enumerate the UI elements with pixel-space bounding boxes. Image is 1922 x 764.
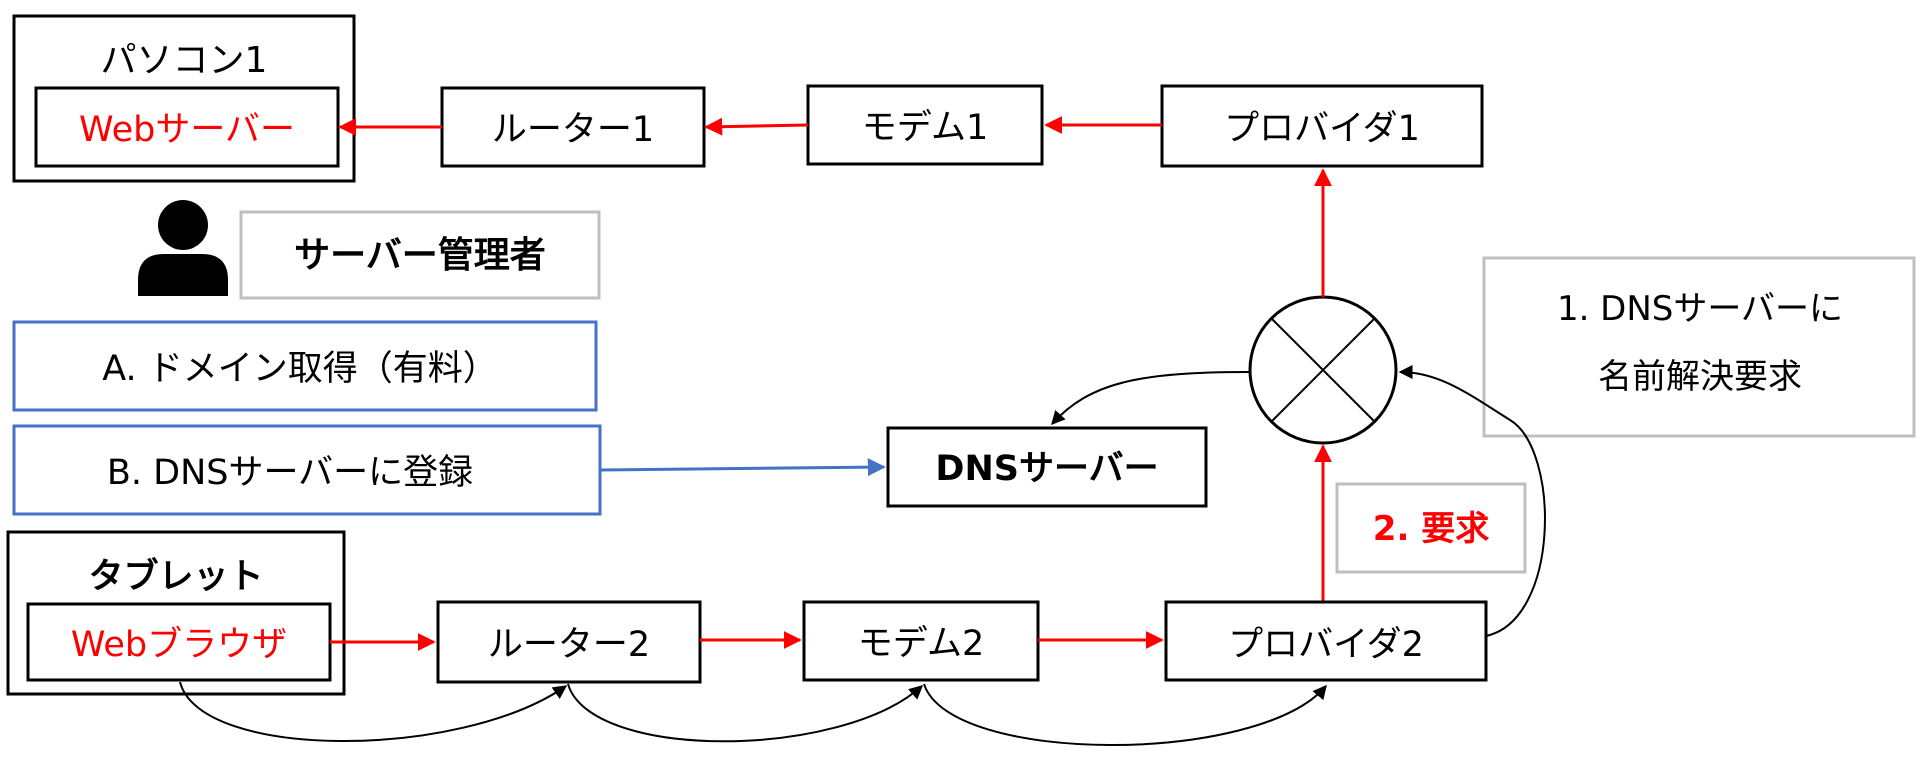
curve-modem2-to-provider2: [923, 683, 1327, 746]
crossed-circle-icon: [1248, 295, 1398, 445]
person-icon: [138, 200, 228, 296]
resolution-note-line1: 1. DNSサーバーに: [1557, 289, 1843, 329]
resolution-note-box: 1. DNSサーバーに 名前解決要求: [1482, 256, 1916, 438]
modem2-box: モデム2: [802, 600, 1040, 682]
step-a-box: A. ドメイン取得（有料）: [12, 320, 598, 412]
curve-router2-to-modem2: [567, 683, 924, 743]
router2-label: ルーター2: [488, 625, 650, 665]
web-browser-label: Webブラウザ: [71, 625, 287, 665]
web-server-box: [34, 86, 340, 168]
request2-box: 2. 要求: [1335, 482, 1527, 574]
curve-browser-to-router2: [179, 681, 568, 742]
tablet-box: タブレット Webブラウザ: [6, 530, 346, 696]
router1-label: ルーター1: [492, 110, 654, 150]
dns-server-box: DNSサーバー: [886, 426, 1208, 508]
admin-label: サーバー管理者: [294, 235, 546, 276]
step-b-box: B. DNSサーバーに登録: [12, 424, 602, 516]
step-a-label: A. ドメイン取得（有料）: [102, 349, 498, 389]
modem1-label: モデム1: [862, 108, 989, 148]
provider2-box: プロバイダ2: [1164, 600, 1488, 682]
dns-server-label: DNSサーバー: [935, 449, 1158, 489]
router2-box: ルーター2: [436, 600, 702, 684]
web-browser-box: [26, 602, 332, 682]
arrow-provider2-to-junction-curve: [1398, 365, 1546, 637]
router1-box: ルーター1: [440, 86, 706, 168]
arrow-junction-to-dns: [1051, 371, 1251, 426]
provider2-label: プロバイダ2: [1228, 625, 1424, 665]
provider1-box: プロバイダ1: [1160, 84, 1484, 168]
pc1-title: パソコン1: [101, 40, 268, 81]
admin-label-box: サーバー管理者: [239, 210, 601, 300]
resolution-note-line2: 名前解決要求: [1598, 357, 1802, 397]
pc1-box: パソコン1 Webサーバー: [12, 14, 356, 183]
step-b-label: B. DNSサーバーに登録: [107, 453, 473, 493]
arrow-register-dns: [599, 458, 886, 477]
tablet-title: タブレット: [88, 556, 263, 597]
web-server-label: Webサーバー: [79, 110, 295, 150]
provider1-label: プロバイダ1: [1224, 109, 1420, 149]
modem2-label: モデム2: [858, 624, 985, 664]
modem1-box: モデム1: [806, 84, 1044, 166]
request2-label: 2. 要求: [1373, 509, 1489, 549]
arrow-modem1-to-router1: [704, 117, 809, 136]
